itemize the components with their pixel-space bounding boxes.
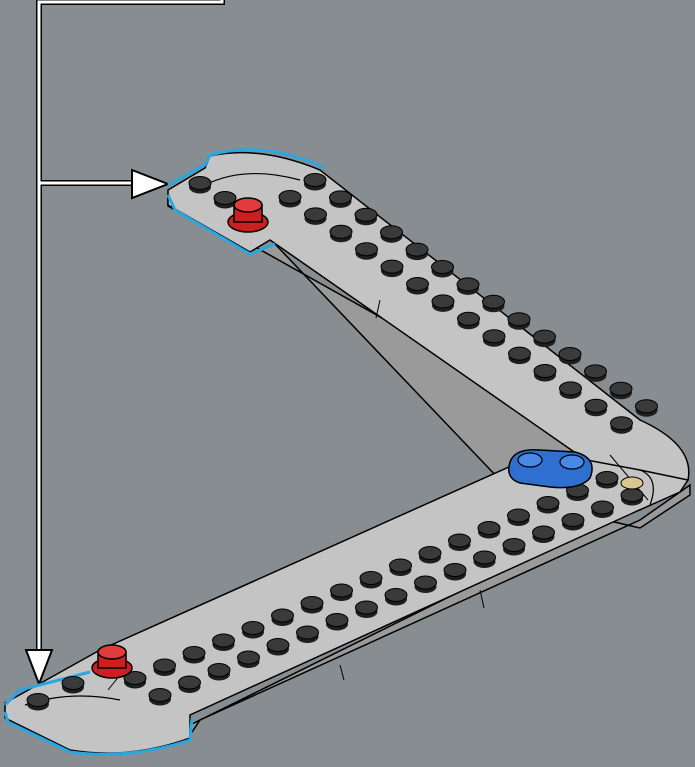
stud bbox=[432, 295, 454, 312]
stud bbox=[149, 689, 171, 706]
red-part-bottom bbox=[92, 645, 132, 678]
stud bbox=[385, 589, 407, 606]
stud bbox=[611, 417, 633, 434]
stud bbox=[189, 177, 211, 194]
stud bbox=[533, 526, 555, 543]
stud bbox=[331, 584, 353, 601]
stud bbox=[419, 547, 441, 564]
stud bbox=[610, 382, 632, 399]
stud bbox=[636, 400, 658, 417]
red-part-top bbox=[228, 198, 268, 232]
stud bbox=[585, 365, 607, 382]
stud bbox=[179, 676, 201, 693]
stud bbox=[592, 501, 614, 518]
stud bbox=[297, 626, 319, 643]
stud bbox=[503, 539, 525, 556]
stud bbox=[267, 639, 289, 656]
stud bbox=[474, 551, 496, 568]
stud bbox=[304, 174, 326, 191]
stud bbox=[360, 572, 382, 589]
stud bbox=[326, 614, 348, 631]
stud bbox=[534, 330, 556, 347]
stud bbox=[509, 347, 531, 364]
stud bbox=[356, 601, 378, 618]
stud bbox=[381, 260, 403, 277]
stud bbox=[208, 664, 230, 681]
stud bbox=[242, 622, 264, 639]
stud bbox=[62, 677, 84, 694]
stud bbox=[406, 243, 428, 260]
stud bbox=[537, 497, 559, 514]
stud bbox=[562, 514, 584, 531]
stud bbox=[330, 191, 352, 208]
stud bbox=[381, 226, 403, 243]
stud bbox=[483, 330, 505, 347]
stud bbox=[279, 191, 301, 208]
blue-part bbox=[509, 450, 592, 488]
stud bbox=[213, 634, 235, 651]
stud bbox=[272, 609, 294, 626]
stud bbox=[27, 694, 49, 711]
stud bbox=[478, 522, 500, 539]
stud bbox=[559, 348, 581, 365]
stud bbox=[449, 534, 471, 551]
stud bbox=[483, 295, 505, 312]
stud bbox=[534, 365, 556, 382]
stud bbox=[585, 399, 607, 416]
stud bbox=[154, 659, 176, 676]
stud bbox=[355, 208, 377, 225]
stud bbox=[444, 564, 466, 581]
stud bbox=[508, 313, 530, 330]
stud bbox=[458, 312, 480, 329]
stud bbox=[238, 651, 260, 668]
stud bbox=[560, 382, 582, 399]
stud bbox=[214, 192, 236, 209]
stud bbox=[330, 225, 352, 242]
stud bbox=[305, 208, 327, 225]
stud bbox=[432, 261, 454, 278]
tan-stud bbox=[621, 477, 643, 489]
stud bbox=[457, 278, 479, 295]
stud bbox=[183, 647, 205, 664]
stud bbox=[508, 509, 530, 526]
stud bbox=[390, 559, 412, 576]
stud bbox=[415, 576, 437, 593]
stud bbox=[596, 472, 618, 489]
stud bbox=[356, 243, 378, 260]
stud bbox=[301, 597, 323, 614]
stud bbox=[621, 489, 643, 506]
stud bbox=[407, 278, 429, 295]
